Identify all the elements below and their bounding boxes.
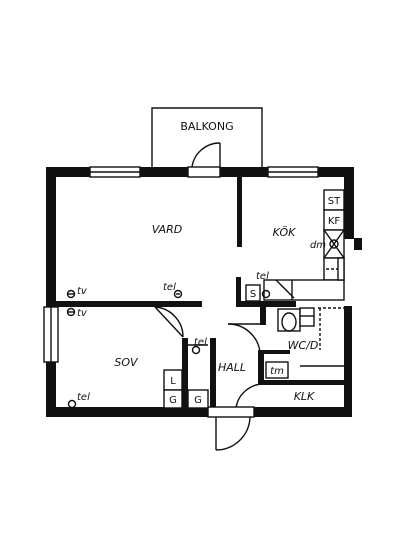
fixture-label-g-right: G bbox=[194, 395, 202, 406]
windows bbox=[43, 166, 319, 363]
room-label-hall: HALL bbox=[218, 361, 246, 374]
fixture-label-l: L bbox=[170, 376, 176, 387]
outlet-label-tel-sov: tel bbox=[77, 392, 90, 403]
closet-door bbox=[235, 383, 265, 409]
outlet-label-tel-hall: tel bbox=[194, 337, 207, 348]
wardrobes bbox=[163, 344, 209, 409]
bedroom-door bbox=[154, 306, 184, 338]
bath-door bbox=[227, 323, 261, 353]
room-label-sov: SOV bbox=[114, 356, 139, 369]
kitchen-counter bbox=[245, 189, 345, 302]
outlet-label-tel-kok: tel bbox=[256, 271, 269, 282]
outer-walls bbox=[46, 167, 362, 417]
room-label-vard: VARD bbox=[152, 223, 182, 236]
outlet-label-tel-vard: tel bbox=[163, 282, 176, 293]
fixture-label-tm: tm bbox=[270, 366, 284, 377]
entrance-door bbox=[207, 406, 255, 451]
bathroom-fixtures bbox=[265, 307, 344, 379]
balcony-door bbox=[187, 142, 221, 178]
interior-walls bbox=[56, 177, 344, 408]
fixture-label-kf: KF bbox=[328, 216, 341, 227]
outlet-label-tv-vard: tv bbox=[77, 286, 88, 297]
room-label-balkong: BALKONG bbox=[180, 120, 233, 133]
room-label-wcd: WC/D bbox=[288, 339, 319, 352]
fixture-label-dm: dm bbox=[310, 240, 326, 251]
balcony bbox=[151, 107, 263, 167]
outlets bbox=[66, 289, 271, 409]
fixture-label-s: S bbox=[250, 289, 256, 300]
room-label-kok: KÖK bbox=[273, 226, 297, 239]
fixture-label-g-left: G bbox=[169, 395, 177, 406]
room-label-klk: KLK bbox=[294, 390, 315, 403]
outlet-label-tv-sov: tv bbox=[77, 308, 88, 319]
fixture-label-st: ST bbox=[328, 196, 341, 207]
